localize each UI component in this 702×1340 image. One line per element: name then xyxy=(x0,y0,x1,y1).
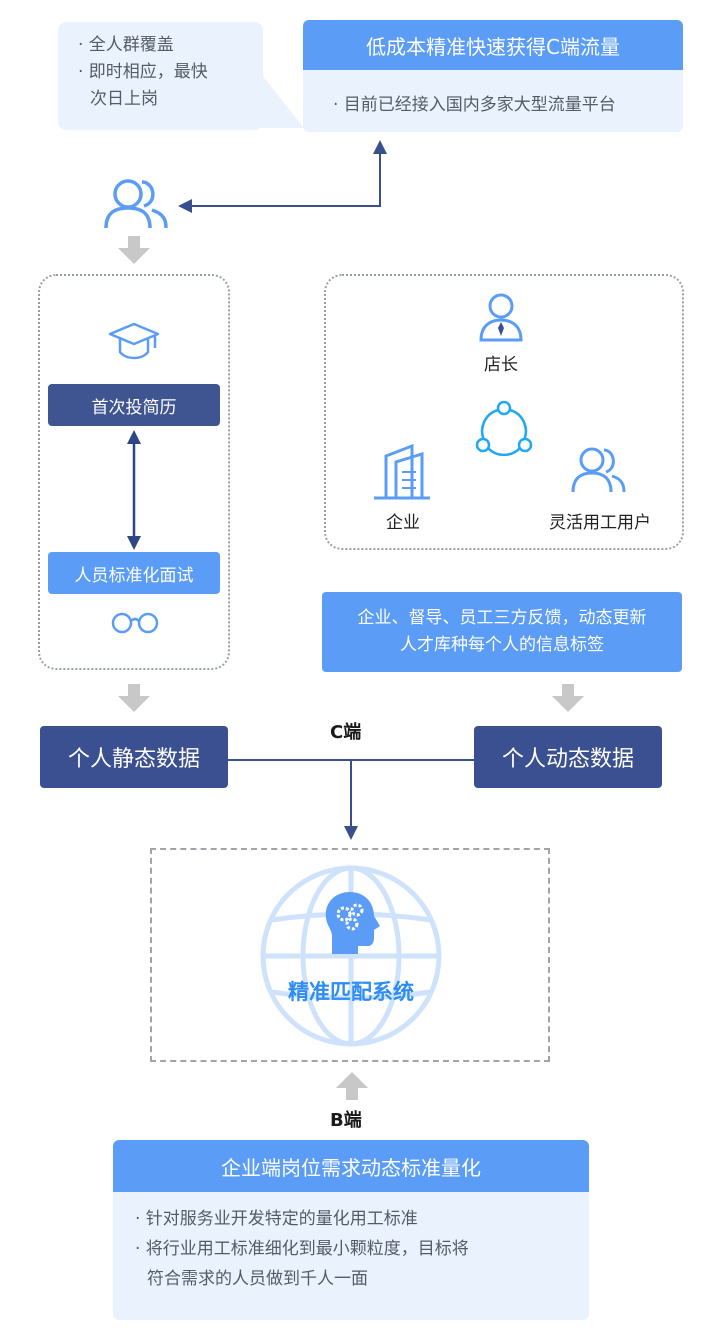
matching-system-title: 精准匹配系统 xyxy=(288,980,414,1004)
feedback-line-2: 人才库种每个人的信息标签 xyxy=(400,635,604,655)
bidirectional-arrow xyxy=(127,430,141,550)
static-data-box: 个人静态数据 xyxy=(40,726,228,788)
bubble-line-1: · 全人群覆盖 xyxy=(78,35,174,55)
job-quantification-line-1: · 针对服务业开发特定的量化用工标准 xyxy=(135,1209,418,1229)
matching-system-frame xyxy=(150,848,550,1062)
c-side-label: C端 xyxy=(330,722,362,743)
enterprise-building-icon xyxy=(374,443,430,500)
up-arrow xyxy=(336,1072,368,1100)
brain-gear-head-icon xyxy=(325,892,380,954)
down-arrow-3 xyxy=(552,684,584,712)
store-manager-icon xyxy=(479,293,523,342)
top-connector xyxy=(178,140,387,213)
first-resume-step: 首次投简历 xyxy=(48,384,220,426)
traffic-card: 低成本精准快速获得C端流量 · 目前已经接入国内多家大型流量平台 xyxy=(303,20,683,132)
flexible-users-icon xyxy=(571,447,626,493)
traffic-card-body: · 目前已经接入国内多家大型流量平台 xyxy=(333,95,616,115)
job-quantification-line-2: · 将行业用工标准细化到最小颗粒度，目标将 xyxy=(135,1239,469,1259)
job-quantification-title: 企业端岗位需求动态标准量化 xyxy=(113,1140,589,1192)
dynamic-data-box: 个人动态数据 xyxy=(474,726,662,788)
enterprise-label: 企业 xyxy=(386,513,420,533)
job-quantification-line-3: 符合需求的人员做到千人一面 xyxy=(147,1269,368,1289)
bubble-tail xyxy=(258,70,304,128)
bubble-line-2: · 即时相应，最快 xyxy=(78,62,208,82)
coverage-bubble: · 全人群覆盖 · 即时相应，最快 次日上岗 xyxy=(58,22,263,130)
glasses-icon xyxy=(111,612,159,634)
store-manager-label: 店长 xyxy=(484,355,518,375)
down-arrow-1 xyxy=(118,236,150,264)
flexible-users-label: 灵活用工用户 xyxy=(549,513,651,533)
cycle-icon xyxy=(475,400,533,457)
graduation-cap-icon xyxy=(108,322,160,360)
standard-interview-step: 人员标准化面试 xyxy=(48,552,220,594)
traffic-card-title: 低成本精准快速获得C端流量 xyxy=(303,20,683,70)
down-arrow-2 xyxy=(118,684,150,712)
right-stakeholder-panel xyxy=(324,274,684,550)
globe-icon xyxy=(260,865,442,1047)
left-process-panel xyxy=(38,274,230,670)
job-quantification-card: 企业端岗位需求动态标准量化 · 针对服务业开发特定的量化用工标准 · 将行业用工… xyxy=(113,1140,589,1320)
bubble-line-3: 次日上岗 xyxy=(90,89,158,109)
users-icon xyxy=(104,179,168,229)
merge-connector xyxy=(228,759,474,840)
b-side-label: B端 xyxy=(330,1110,362,1131)
feedback-line-1: 企业、督导、员工三方反馈，动态更新 xyxy=(357,608,647,628)
feedback-banner: 企业、督导、员工三方反馈，动态更新 人才库种每个人的信息标签 xyxy=(322,592,682,672)
